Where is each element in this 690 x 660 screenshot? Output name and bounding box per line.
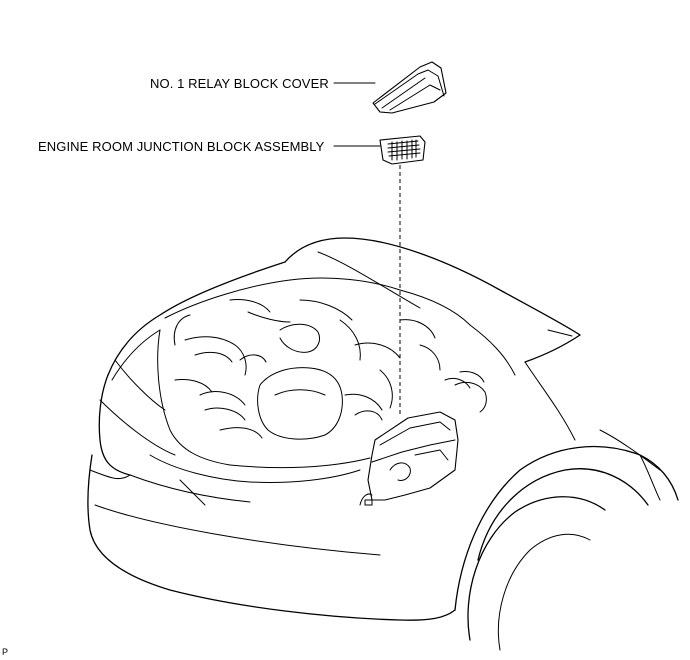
- figure-code: P: [2, 647, 9, 657]
- junction-block-icon: [379, 135, 426, 165]
- engine-compartment: [157, 277, 516, 469]
- label-relay-block-cover: NO. 1 RELAY BLOCK COVER: [150, 76, 329, 91]
- junction-block-grid: [387, 139, 421, 161]
- relay-cover-icon: [372, 61, 447, 114]
- installed-junction-block: [359, 411, 459, 506]
- leader-lines: [333, 82, 401, 415]
- label-junction-block: ENGINE ROOM JUNCTION BLOCK ASSEMBLY: [38, 139, 325, 154]
- car-front-icon: [87, 237, 679, 651]
